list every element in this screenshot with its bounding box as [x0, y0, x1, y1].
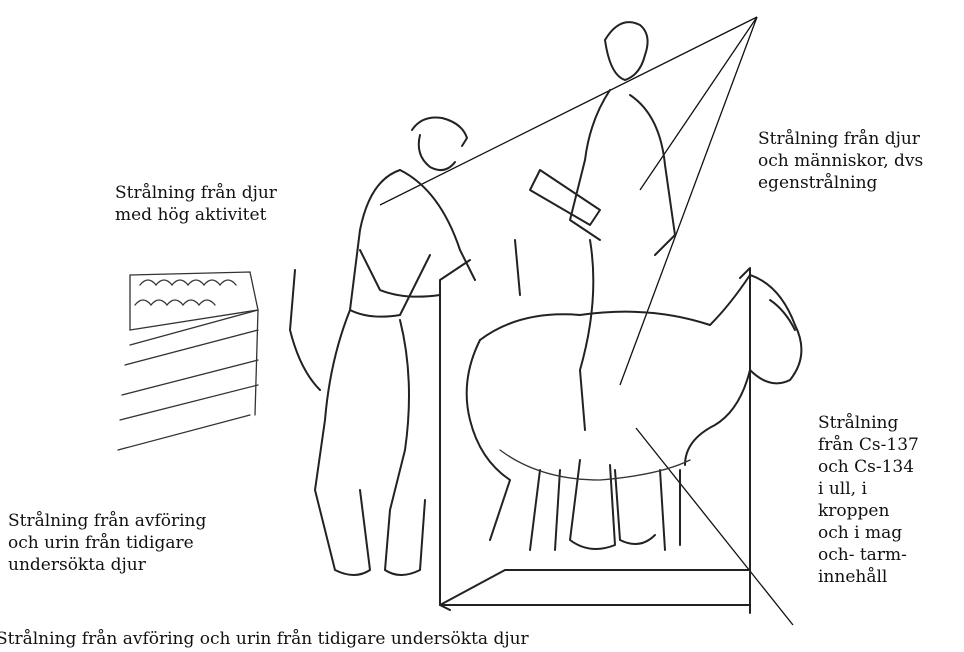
label-line: i ull, i	[818, 478, 919, 500]
label-line: med hög aktivitet	[115, 204, 277, 226]
label-feces-left: Strålning från avföring och urin från ti…	[8, 510, 206, 576]
sheep-pen-sketch	[118, 272, 258, 450]
label-line: Strålning	[818, 412, 919, 434]
label-line: och Cs-134	[818, 456, 919, 478]
label-feces-bottom: Strålning från avföring och urin från ti…	[0, 628, 529, 650]
label-animals-high-activity: Strålning från djur med hög aktivitet	[115, 182, 277, 226]
label-line: och människor, dvs	[758, 150, 923, 172]
radiation-rays	[380, 17, 793, 625]
label-line: innehåll	[818, 566, 919, 588]
label-line: Strålning från djur	[758, 128, 923, 150]
label-line: kroppen	[818, 500, 919, 522]
ray-to-man	[380, 17, 757, 205]
label-line: egenstrålning	[758, 172, 923, 194]
ray-to-woman	[640, 17, 757, 190]
ray-to-cage-floor	[636, 428, 793, 625]
label-line: Strålning från djur	[115, 182, 277, 204]
weighing-cage	[440, 240, 750, 613]
woman-sketch	[530, 22, 675, 549]
label-line: och urin från tidigare	[8, 532, 206, 554]
label-line: undersökta djur	[8, 554, 206, 576]
man-sketch	[290, 118, 475, 576]
label-line: och- tarm-	[818, 544, 919, 566]
sheep-sketch	[467, 275, 802, 550]
label-cesium: Strålning från Cs-137 och Cs-134 i ull, …	[818, 412, 919, 588]
label-self-radiation: Strålning från djur och människor, dvs e…	[758, 128, 923, 194]
label-line: Strålning från avföring	[8, 510, 206, 532]
label-line: och i mag	[818, 522, 919, 544]
ray-to-sheep	[620, 17, 757, 385]
label-line: från Cs-137	[818, 434, 919, 456]
